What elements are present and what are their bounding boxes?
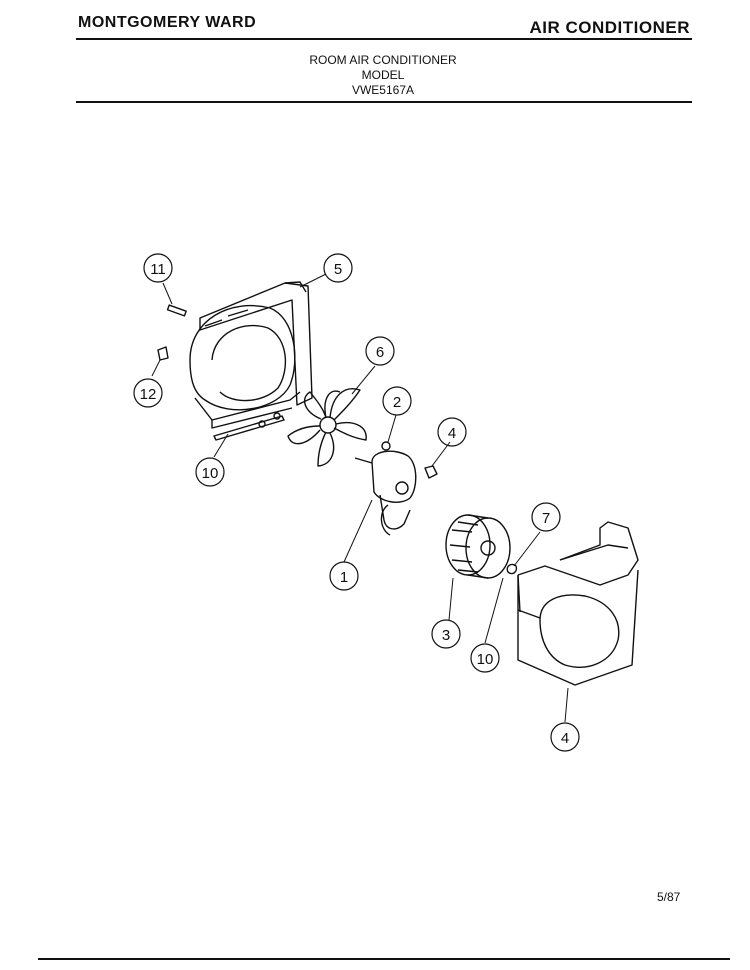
title-block: ROOM AIR CONDITIONER MODEL VWE5167A <box>0 53 750 98</box>
svg-text:3: 3 <box>442 627 450 644</box>
svg-text:10: 10 <box>477 651 494 668</box>
fan-blade-part <box>287 388 367 467</box>
svg-text:12: 12 <box>140 386 157 403</box>
title-line-2: MODEL <box>361 68 405 82</box>
locknut-part <box>424 465 438 479</box>
callout-1: 1 <box>329 561 359 591</box>
blower-housing-part <box>517 521 639 686</box>
header-rule <box>76 38 692 40</box>
page-code: 5/87 <box>657 890 681 904</box>
callout-7: 7 <box>531 502 561 532</box>
svg-text:4: 4 <box>561 730 569 747</box>
brand-name: MONTGOMERY WARD <box>78 14 257 31</box>
callout-10-strip: 10 <box>195 457 225 487</box>
screw-part <box>258 420 266 428</box>
svg-text:6: 6 <box>376 344 384 361</box>
footer-rule <box>38 958 730 960</box>
fan-motor-part <box>354 450 417 536</box>
screw-part <box>273 412 281 420</box>
callout-10-wheel: 10 <box>470 643 500 673</box>
title-line-1: ROOM AIR CONDITIONER <box>309 53 457 67</box>
title-line-3: VWE5167A <box>351 83 415 97</box>
callout-12: 12 <box>133 378 163 408</box>
svg-text:7: 7 <box>542 510 550 527</box>
svg-text:11: 11 <box>150 261 166 278</box>
seal-strip-part <box>213 415 285 441</box>
clip-part <box>157 346 169 361</box>
svg-text:4: 4 <box>448 425 456 442</box>
nut-part <box>381 441 391 451</box>
shroud-part <box>189 281 313 429</box>
clamp-part <box>506 563 518 575</box>
pin-part <box>166 304 187 317</box>
callout-5: 5 <box>323 253 353 283</box>
callout-3: 3 <box>431 619 461 649</box>
svg-text:2: 2 <box>393 394 401 411</box>
title-rule <box>76 101 692 103</box>
callout-6: 6 <box>365 336 395 366</box>
svg-text:10: 10 <box>202 465 219 482</box>
blower-wheel-part <box>445 514 511 579</box>
document-category: AIR CONDITIONER <box>529 18 690 37</box>
callout-4-housing: 4 <box>550 722 580 752</box>
callout-4-nut: 4 <box>437 417 467 447</box>
callout-2: 2 <box>382 386 412 416</box>
svg-text:5: 5 <box>334 261 342 278</box>
svg-text:1: 1 <box>340 569 348 586</box>
callout-11: 11 <box>143 253 173 283</box>
